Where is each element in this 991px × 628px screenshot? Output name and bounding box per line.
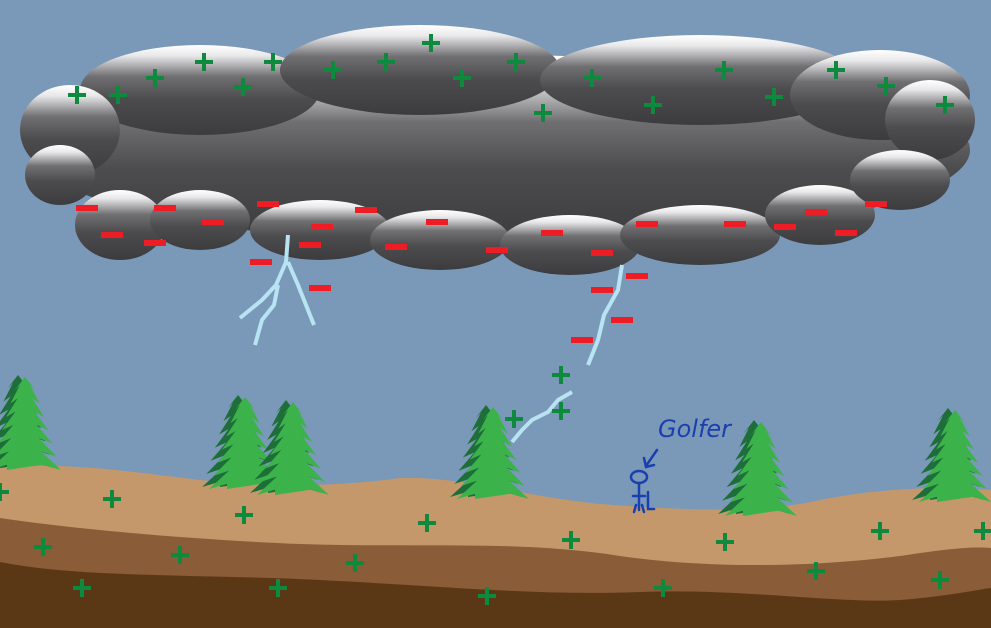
positive-charge-icon [654,579,672,597]
cloud-puff [620,205,780,265]
negative-charge-icon [355,207,377,213]
positive-charge-icon [146,69,164,87]
pine-tree [0,375,61,470]
positive-charge-icon [715,61,733,79]
positive-charge-icon [827,61,845,79]
positive-charge-icon [264,53,282,71]
cloud-puff [500,215,640,275]
positive-charge-icon [453,69,471,87]
negative-charge-icon [835,230,857,236]
positive-charge-icon [765,88,783,106]
negative-charge-icon [426,219,448,225]
negative-charge-icon [76,205,98,211]
storm-cloud [20,25,975,275]
positive-charge-icon [877,77,895,95]
pine-tree [718,420,797,516]
negative-charge-icon [591,287,613,293]
positive-charge-icon [68,86,86,104]
positive-charge-icon [195,53,213,71]
pine-tree [250,400,329,495]
negative-charge-icon [805,209,827,215]
negative-charge-icon [636,221,658,227]
positive-charge-icon [235,506,253,524]
positive-charge-icon [644,96,662,114]
positive-charge-icon [871,522,889,540]
positive-charge-icon [534,104,552,122]
cloud-puff [280,25,560,115]
golfer-body [631,481,656,514]
positive-charge-icon [716,533,734,551]
positive-charge-icon [418,514,436,532]
negative-charge-icon [626,273,648,279]
positive-charge-icon [505,410,523,428]
arrow-icon [642,448,659,469]
negative-charge-icon [774,224,796,230]
cloud-puff [540,35,860,125]
negative-charge-icon [571,337,593,343]
negative-charge-icon [611,317,633,323]
positive-charge-icon [936,96,954,114]
negative-charge-icon [202,219,224,225]
lightning-bolt [253,284,280,346]
cloud-puff [80,45,320,135]
lightning-bolt [286,261,316,326]
positive-charge-icon [552,366,570,384]
lightning-bolt [586,264,624,366]
cloud-puff [885,80,975,160]
positive-charge-icon [931,571,949,589]
negative-charge-icon [299,242,321,248]
positive-charge-icon [807,562,825,580]
positive-charge-icon [552,402,570,420]
pine-tree [450,405,529,499]
golfer-label: Golfer [658,415,733,443]
positive-charge-icon [34,538,52,556]
negative-charge-icon [309,285,331,291]
positive-charge-icon [109,86,127,104]
trees [0,375,991,516]
charges [0,34,991,605]
positive-charge-icon [562,531,580,549]
positive-charge-icon [73,579,91,597]
negative-charge-icon [865,201,887,207]
negative-charge-icon [250,259,272,265]
positive-charge-icon [324,61,342,79]
lightning-bolt [510,390,573,444]
positive-charge-icon [269,579,287,597]
negative-charge-icon [101,232,123,238]
negative-charge-icon [591,250,613,256]
positive-charge-icon [974,522,991,540]
cloud-puff [370,210,510,270]
negative-charge-icon [144,240,166,246]
positive-charge-icon [507,53,525,71]
pine-tree [912,408,991,502]
negative-charge-icon [724,221,746,227]
negative-charge-icon [311,224,333,230]
positive-charge-icon [377,53,395,71]
negative-charge-icon [257,201,279,207]
positive-charge-icon [103,490,121,508]
negative-charge-icon [486,247,508,253]
negative-charge-icon [541,230,563,236]
positive-charge-icon [234,78,252,96]
negative-charge-icon [385,244,407,250]
pine-tree [202,395,281,489]
positive-charge-icon [171,546,189,564]
positive-charge-icon [422,34,440,52]
positive-charge-icon [478,587,496,605]
cloud-puff [25,145,95,205]
lightning-bolts [238,234,624,444]
cloud-puff [850,150,950,210]
positive-charge-icon [583,69,601,87]
golfer [629,448,659,514]
positive-charge-icon [0,483,9,501]
negative-charge-icon [154,205,176,211]
positive-charge-icon [346,554,364,572]
